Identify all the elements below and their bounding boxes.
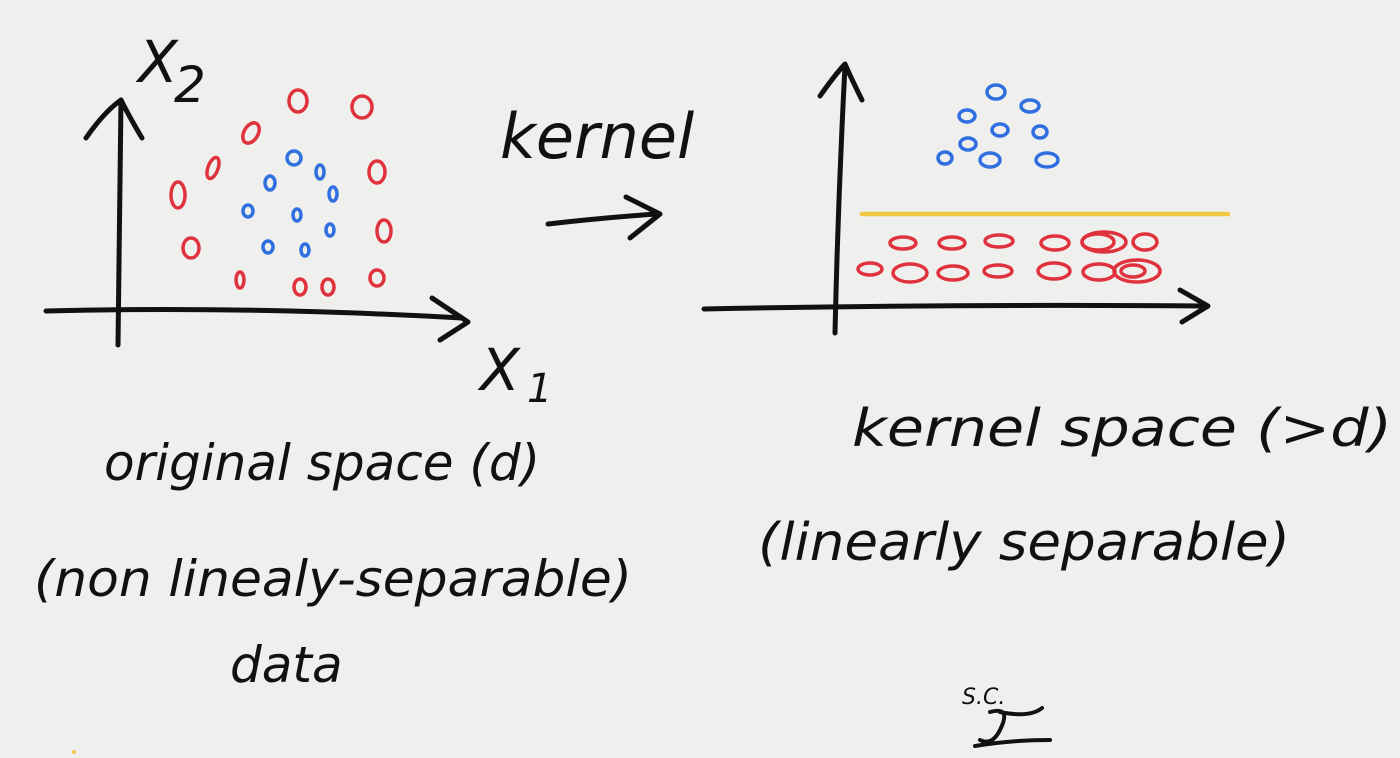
left-x-axis bbox=[43, 307, 465, 321]
kernel-arrow-head bbox=[623, 194, 663, 241]
signature-mark bbox=[973, 706, 1052, 748]
blue-point bbox=[978, 151, 1002, 169]
red-point bbox=[983, 233, 1015, 249]
blue-point bbox=[1034, 151, 1060, 169]
signature-initials: S.C. bbox=[962, 685, 1005, 710]
red-point bbox=[169, 180, 187, 210]
red-point bbox=[350, 94, 374, 120]
right-caption-line1: kernel space (>d) bbox=[852, 399, 1392, 459]
left-caption-line2: (non linealy-separable) bbox=[34, 550, 632, 608]
blue-point bbox=[291, 207, 303, 223]
signature: S.C. bbox=[962, 685, 1052, 748]
blue-point bbox=[261, 239, 275, 255]
blue-point bbox=[299, 242, 311, 258]
red-point bbox=[1131, 232, 1159, 252]
red-point bbox=[1081, 262, 1117, 282]
red-point bbox=[1112, 258, 1162, 284]
red-point bbox=[891, 262, 929, 284]
red-point bbox=[888, 235, 918, 251]
blue-point bbox=[285, 149, 303, 167]
red-point bbox=[292, 277, 308, 297]
left-caption-line1: original space (d) bbox=[104, 434, 540, 492]
left-red-points bbox=[169, 88, 393, 297]
red-point bbox=[368, 268, 386, 288]
red-point bbox=[241, 121, 261, 145]
right-plot bbox=[701, 61, 1231, 336]
kernel-label: kernel bbox=[500, 100, 694, 173]
red-point bbox=[856, 261, 884, 277]
red-point bbox=[234, 270, 246, 290]
left-y-axis-subscript: 2 bbox=[174, 56, 206, 114]
stray-dot bbox=[72, 750, 76, 754]
red-point bbox=[205, 155, 221, 181]
red-point bbox=[982, 263, 1014, 279]
right-x-arrowhead bbox=[1177, 287, 1211, 325]
blue-point bbox=[1031, 124, 1049, 140]
red-point bbox=[367, 159, 387, 185]
right-red-points bbox=[856, 230, 1162, 284]
blue-point bbox=[314, 163, 326, 181]
kernel-arrow-shaft bbox=[545, 211, 659, 227]
left-caption-line3: data bbox=[230, 636, 343, 694]
red-point bbox=[1119, 263, 1147, 279]
right-y-axis bbox=[832, 63, 848, 336]
left-y-axis-label: X bbox=[135, 28, 179, 96]
right-caption-line2: (linearly separable) bbox=[758, 513, 1290, 573]
blue-point bbox=[241, 203, 255, 219]
right-blue-points bbox=[936, 83, 1060, 169]
right-x-axis bbox=[701, 302, 1206, 312]
right-y-arrowhead bbox=[817, 61, 865, 103]
red-point bbox=[936, 264, 970, 282]
left-blue-points bbox=[241, 149, 339, 258]
blue-point bbox=[958, 136, 978, 152]
blue-point bbox=[985, 83, 1007, 101]
red-point bbox=[181, 236, 201, 260]
blue-point bbox=[957, 108, 977, 124]
left-y-axis bbox=[115, 97, 124, 348]
red-point bbox=[1080, 230, 1128, 254]
blue-point bbox=[327, 185, 339, 203]
left-plot bbox=[43, 88, 471, 348]
left-y-arrowhead bbox=[83, 97, 145, 141]
left-x-axis-subscript: 1 bbox=[527, 366, 552, 412]
blue-point bbox=[990, 122, 1010, 138]
red-point bbox=[287, 88, 309, 114]
blue-point bbox=[936, 150, 954, 166]
kernel-arrow bbox=[545, 194, 663, 241]
left-x-arrowhead bbox=[429, 295, 471, 343]
red-point bbox=[375, 218, 393, 244]
left-x-axis-label: X bbox=[477, 336, 521, 404]
red-point bbox=[937, 235, 967, 251]
red-point bbox=[320, 277, 336, 297]
red-point bbox=[1039, 234, 1071, 252]
blue-point bbox=[263, 174, 277, 192]
blue-point bbox=[324, 222, 336, 238]
red-point bbox=[1036, 261, 1072, 281]
blue-point bbox=[1019, 98, 1041, 114]
